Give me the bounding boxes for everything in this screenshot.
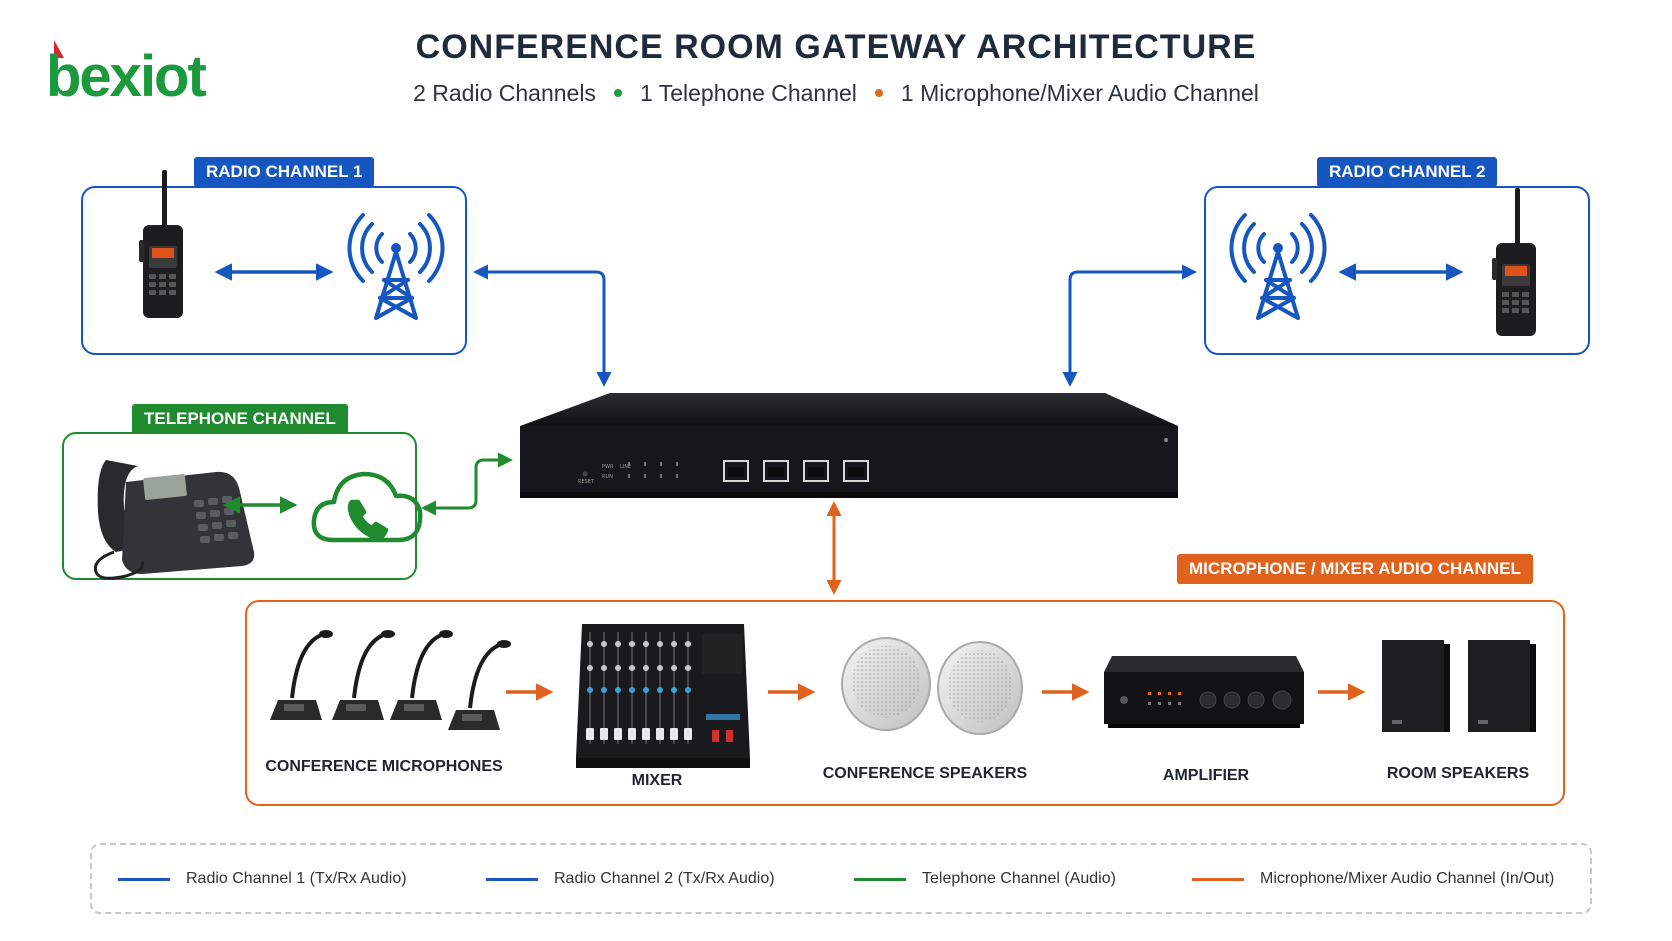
audio-channel-label: MICROPHONE / MIXER AUDIO CHANNEL [1177,554,1533,584]
legend-label: Radio Channel 1 (Tx/Rx Audio) [186,870,407,887]
caption-room-speakers: ROOM SPEAKERS [1386,765,1530,782]
legend-label: Radio Channel 2 (Tx/Rx Audio) [554,870,775,887]
subtitle-dot [613,88,622,97]
radio-1-gateway-connector [473,264,612,387]
brand-logo: bexiot [46,40,208,108]
walkie-talkie-icon [139,170,183,318]
radio-channel-1-label: RADIO CHANNEL 1 [194,157,375,187]
telephone-channel-label: TELEPHONE CHANNEL [132,404,348,434]
legend-item-radio-2: Radio Channel 2 (Tx/Rx Audio) [486,868,775,890]
legend-swatch [1192,877,1244,881]
legend-swatch [118,877,170,881]
legend-swatch [854,877,906,881]
room-speaker-icon [1382,640,1536,732]
conference-microphone-icon [270,630,511,730]
svg-text:PWR: PWR [602,464,614,470]
logo-text: bexiot [46,44,206,108]
subtitle-dot [874,88,883,97]
svg-text:RESET: RESET [578,479,595,485]
page-title: CONFERENCE ROOM GATEWAY ARCHITECTURE [415,28,1257,66]
radio-tower-icon [347,213,445,320]
legend-label: Telephone Channel (Audio) [922,870,1116,887]
caption-mixer: MIXER [631,772,683,789]
svg-text:LINE: LINE [620,464,631,470]
page-subtitle: 2 Radio Channels 1 Telephone Channel 1 Mic… [0,80,1672,107]
subtitle-telephone-count: 1 Telephone Channel [639,80,857,106]
legend-swatch [486,877,538,881]
radio-2-gateway-connector [1062,264,1197,387]
telephone-gateway-connector [421,452,513,516]
caption-amplifier: AMPLIFIER [1162,767,1250,784]
legend: Radio Channel 1 (Tx/Rx Audio) Radio Chan… [90,843,1592,914]
amplifier-icon [1104,656,1304,728]
subtitle-audio-count: 1 Microphone/Mixer Audio Channel [900,80,1259,106]
ethernet-port [723,460,869,482]
subtitle-radio-count: 2 Radio Channels [413,80,596,106]
radio-tower-icon [1229,213,1327,320]
cloud-phone-icon [311,471,423,543]
gateway-device-icon: RESET PWR RUN LINE [520,393,1178,498]
mixer-icon [576,624,750,768]
legend-item-radio-1: Radio Channel 1 (Tx/Rx Audio) [118,868,407,890]
svg-text:RUN: RUN [602,474,613,480]
caption-conference-microphones: CONFERENCE MICROPHONES [265,758,503,775]
caption-conference-speakers: CONFERENCE SPEAKERS [822,765,1028,782]
legend-item-telephone: Telephone Channel (Audio) [854,868,1116,890]
desk-phone-icon [93,460,255,580]
legend-label: Microphone/Mixer Audio Channel (In/Out) [1260,870,1555,887]
ceiling-speaker-icon [841,637,1023,735]
walkie-talkie-icon [1492,188,1536,336]
radio-channel-2-label: RADIO CHANNEL 2 [1317,157,1498,187]
legend-item-audio: Microphone/Mixer Audio Channel (In/Out) [1192,868,1554,890]
